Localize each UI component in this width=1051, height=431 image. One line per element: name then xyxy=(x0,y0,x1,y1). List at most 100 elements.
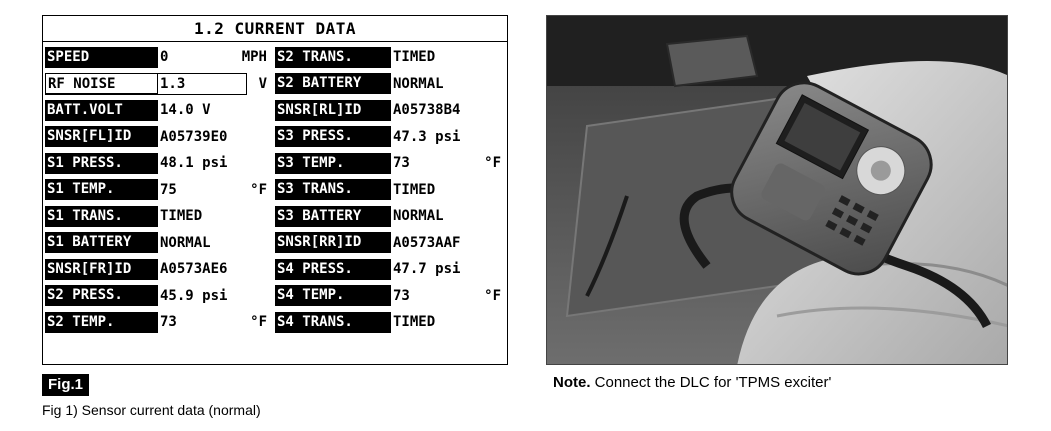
data-value: NORMAL xyxy=(393,208,444,225)
note-body: Connect the DLC for 'TPMS exciter' xyxy=(590,374,832,391)
data-label: S4 PRESS. xyxy=(275,258,391,280)
data-row: S3 PRESS.47.3 psi xyxy=(275,124,507,151)
data-value-cell: TIMED xyxy=(158,208,273,224)
data-unit: °F xyxy=(250,181,267,198)
data-label: S4 TEMP. xyxy=(275,285,391,307)
data-value-cell: A0573AE6 xyxy=(158,261,273,277)
data-value-cell: A0573AAF xyxy=(391,235,507,251)
data-label: S1 TRANS. xyxy=(45,205,158,227)
data-unit: MPH xyxy=(241,49,267,66)
data-value: 1.3 xyxy=(160,75,186,92)
data-value: A0573AE6 xyxy=(160,261,228,278)
data-row: S1 TEMP.75 °F xyxy=(45,177,273,204)
data-value: 73 xyxy=(393,155,410,172)
data-label: S4 TRANS. xyxy=(275,311,391,333)
data-label: S2 TEMP. xyxy=(45,311,158,333)
data-value: 0 xyxy=(160,49,169,66)
data-value: TIMED xyxy=(160,208,203,225)
data-row: S2 TEMP.73 °F xyxy=(45,309,273,336)
data-row: S1 PRESS.48.1 psi xyxy=(45,150,273,177)
note-label: Note. xyxy=(553,374,591,391)
data-value-cell: 45.9 psi xyxy=(158,288,273,304)
data-value: 47.7 psi xyxy=(393,261,461,278)
data-value: 75 xyxy=(160,181,177,198)
data-label: BATT.VOLT xyxy=(45,99,158,121)
data-value-cell: 73 °F xyxy=(391,155,507,171)
data-label: S2 PRESS. xyxy=(45,285,158,307)
dlc-connection-photo xyxy=(546,15,1008,365)
data-row: S2 TRANS.TIMED xyxy=(275,44,507,71)
data-value-cell: 48.1 psi xyxy=(158,155,273,171)
figure-badge: Fig.1 xyxy=(42,374,90,396)
data-row: S2 PRESS.45.9 psi xyxy=(45,283,273,310)
data-value: A0573AAF xyxy=(393,234,461,251)
data-row: S4 TEMP.73 °F xyxy=(275,283,507,310)
data-label: S3 PRESS. xyxy=(275,126,391,148)
data-label: S2 BATTERY xyxy=(275,73,391,95)
data-value: 48.1 psi xyxy=(160,155,228,172)
data-value: TIMED xyxy=(393,314,436,331)
data-label: SPEED xyxy=(45,46,158,68)
data-unit: °F xyxy=(250,314,267,331)
data-label: SNSR[RR]ID xyxy=(275,232,391,254)
data-unit: °F xyxy=(484,287,501,304)
data-label: S1 TEMP. xyxy=(45,179,158,201)
data-value-cell: A05738B4 xyxy=(391,102,507,118)
data-row: S3 TRANS.TIMED xyxy=(275,177,507,204)
data-row: S4 PRESS.47.7 psi xyxy=(275,256,507,283)
data-value: A05738B4 xyxy=(393,102,461,119)
data-value: 45.9 psi xyxy=(160,287,228,304)
data-value-cell: 0 MPH xyxy=(158,49,273,65)
figure-caption: Fig 1) Sensor current data (normal) xyxy=(42,402,261,418)
data-label: S3 TRANS. xyxy=(275,179,391,201)
data-value: NORMAL xyxy=(393,75,444,92)
data-value-cell: 1.3 V xyxy=(158,76,273,92)
data-value: NORMAL xyxy=(160,234,211,251)
data-value-cell: TIMED xyxy=(391,182,507,198)
data-unit: V xyxy=(258,75,267,92)
data-value-cell: NORMAL xyxy=(158,235,273,251)
data-value-cell: 47.7 psi xyxy=(391,261,507,277)
data-row: S3 TEMP.73°F xyxy=(275,150,507,177)
note-text: Note. Connect the DLC for 'TPMS exciter' xyxy=(553,374,831,391)
data-label: S3 BATTERY xyxy=(275,205,391,227)
data-value-cell: NORMAL xyxy=(391,208,507,224)
data-value: TIMED xyxy=(393,181,436,198)
data-value: A05739E0 xyxy=(160,128,228,145)
data-row: S1 TRANS.TIMED xyxy=(45,203,273,230)
data-row: S4 TRANS.TIMED xyxy=(275,309,507,336)
data-label: RF NOISE xyxy=(45,73,158,95)
data-value-cell: NORMAL xyxy=(391,76,507,92)
data-label: S1 BATTERY xyxy=(45,232,158,254)
data-value: 73 xyxy=(160,314,177,331)
scan-tool-photo-image xyxy=(547,16,1007,364)
data-value-cell: 14.0 V xyxy=(158,102,273,118)
data-label: S2 TRANS. xyxy=(275,46,391,68)
data-value-cell: A05739E0 xyxy=(158,129,273,145)
data-value-cell: TIMED xyxy=(391,49,507,65)
data-label: SNSR[RL]ID xyxy=(275,99,391,121)
data-label: SNSR[FR]ID xyxy=(45,258,158,280)
data-label: S1 PRESS. xyxy=(45,152,158,174)
data-unit: °F xyxy=(484,155,501,172)
data-value: 73 xyxy=(393,287,410,304)
data-value: 47.3 psi xyxy=(393,128,461,145)
screen-title: 1.2 CURRENT DATA xyxy=(43,16,507,42)
data-value-cell: 47.3 psi xyxy=(391,129,507,145)
data-value-cell: TIMED xyxy=(391,314,507,330)
data-value-cell: 75 °F xyxy=(158,182,273,198)
data-value-cell: 73 °F xyxy=(158,314,273,330)
